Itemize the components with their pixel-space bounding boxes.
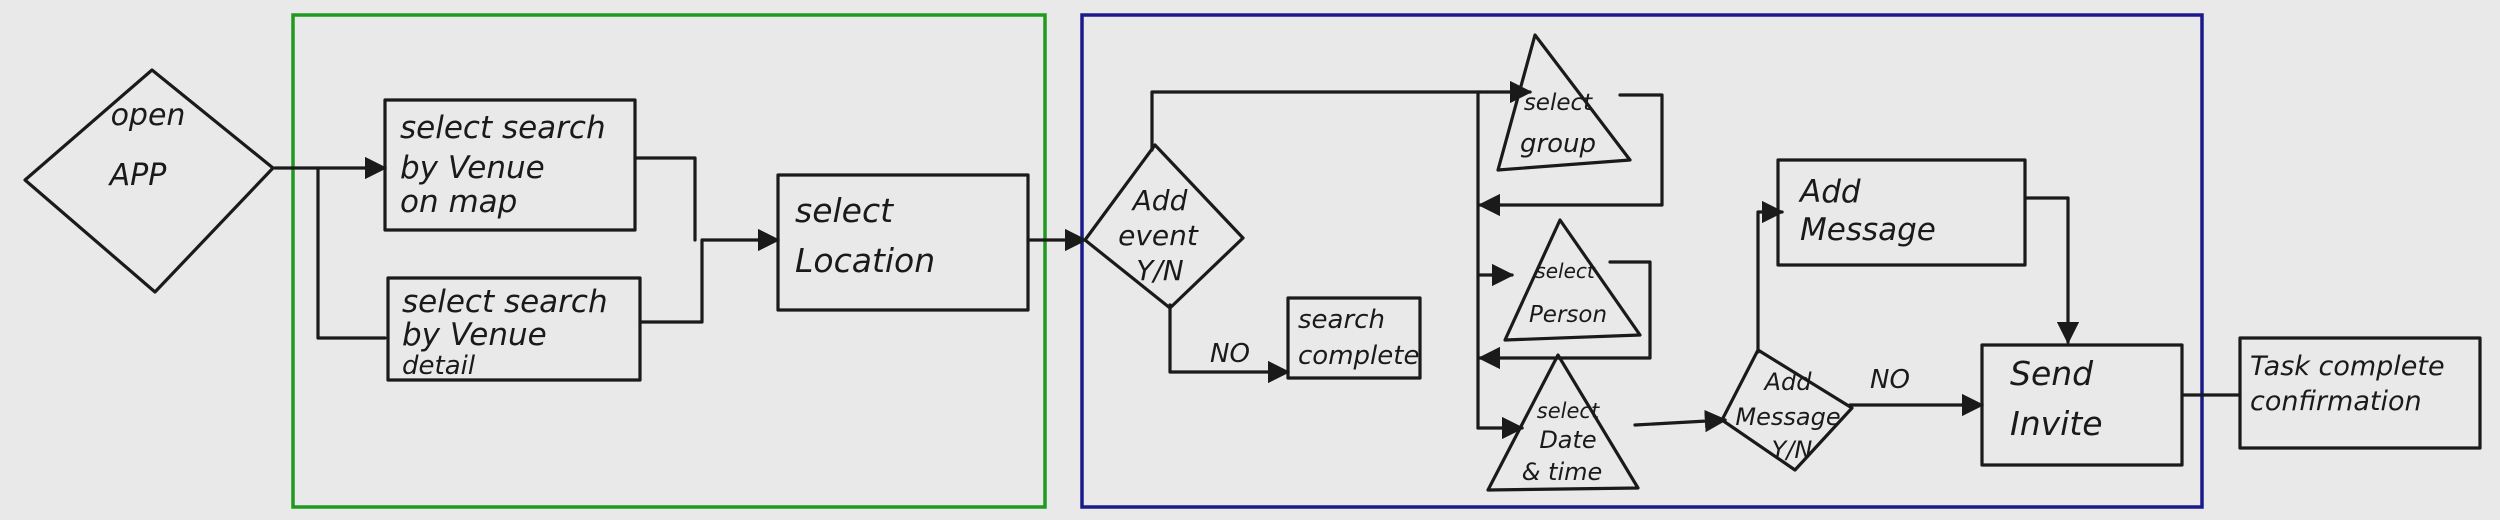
send-invite-line-1: Send (2010, 354, 2094, 393)
task-complete-line-2: confirmation (2250, 386, 2422, 417)
node-search-complete: search complete (1286, 296, 1422, 380)
edge-open-to-detail (316, 166, 387, 340)
node-select-person: select Person (1503, 218, 1642, 342)
node-add-message-yn: Add Message Y/N (1720, 348, 1854, 472)
select-location-line-2: Location (795, 241, 935, 280)
search-complete-line-1: search (1298, 305, 1385, 335)
edge-person-loop (1477, 260, 1652, 370)
blue-group-frame (1080, 13, 2204, 509)
node-search-map: select search by Venue on map (383, 98, 637, 232)
edge-event-up (1150, 90, 1482, 152)
search-complete-line-2: complete (1298, 341, 1419, 371)
node-select-location: select Location (776, 173, 1030, 312)
open-app-line-2: APP (108, 158, 168, 193)
search-map-line-1: select search (400, 110, 606, 146)
add-event-line-3: Y/N (1136, 254, 1184, 287)
select-person-line-2: Person (1529, 302, 1607, 328)
add-event-line-1: Add (1131, 184, 1188, 217)
node-task-complete: Task complete confirmation (2238, 336, 2482, 450)
edge-message-to-send (2023, 196, 2080, 345)
select-person-line-1: select (1535, 259, 1596, 283)
task-complete-line-1: Task complete (2250, 351, 2445, 382)
select-group-line-2: group (1520, 129, 1596, 159)
add-message-yn-line-3: Y/N (1772, 436, 1813, 464)
select-location-line-1: select (795, 191, 894, 230)
search-detail-line-3: detail (402, 351, 476, 381)
green-group-frame (291, 13, 1047, 509)
select-date-line-1: select (1537, 399, 1600, 423)
select-date-line-2: Date (1539, 426, 1596, 454)
edge-map-to-location (633, 156, 697, 242)
edge-detail-to-location (638, 228, 781, 324)
node-select-date: select Date & time (1486, 353, 1640, 492)
open-app-line-1: open (111, 98, 186, 133)
node-add-message: Add Message (1776, 158, 2027, 267)
edge-yn-to-message (1756, 200, 1785, 354)
edge-date-to-message-yn (1633, 409, 1728, 433)
search-detail-line-1: select search (402, 284, 608, 320)
search-detail-line-2: by Venue (402, 317, 547, 353)
add-message-yn-line-2: Message (1735, 403, 1840, 431)
add-event-line-2: event (1118, 219, 1199, 252)
select-group-line-1: select (1524, 90, 1593, 116)
edge-group-loop (1477, 93, 1664, 217)
search-map-line-2: by Venue (400, 150, 545, 186)
label-no-search: NO (1210, 339, 1250, 369)
send-invite-line-2: Invite (2010, 404, 2103, 443)
edge-event-to-complete (1168, 303, 1291, 384)
node-search-detail: select search by Venue detail (386, 276, 642, 382)
node-add-event: Add event Y/N (1083, 143, 1245, 310)
search-map-line-3: on map (400, 184, 517, 220)
node-select-group: select group (1496, 33, 1632, 172)
add-message-line-2: Message (1800, 212, 1936, 248)
add-message-line-1: Add (1798, 174, 1861, 210)
label-no-message: NO (1870, 365, 1910, 395)
node-open-app: open APP (23, 68, 275, 294)
node-send-invite: Send Invite (1980, 343, 2184, 467)
add-message-yn-line-1: Add (1763, 368, 1813, 396)
select-date-line-3: & time (1522, 458, 1603, 486)
